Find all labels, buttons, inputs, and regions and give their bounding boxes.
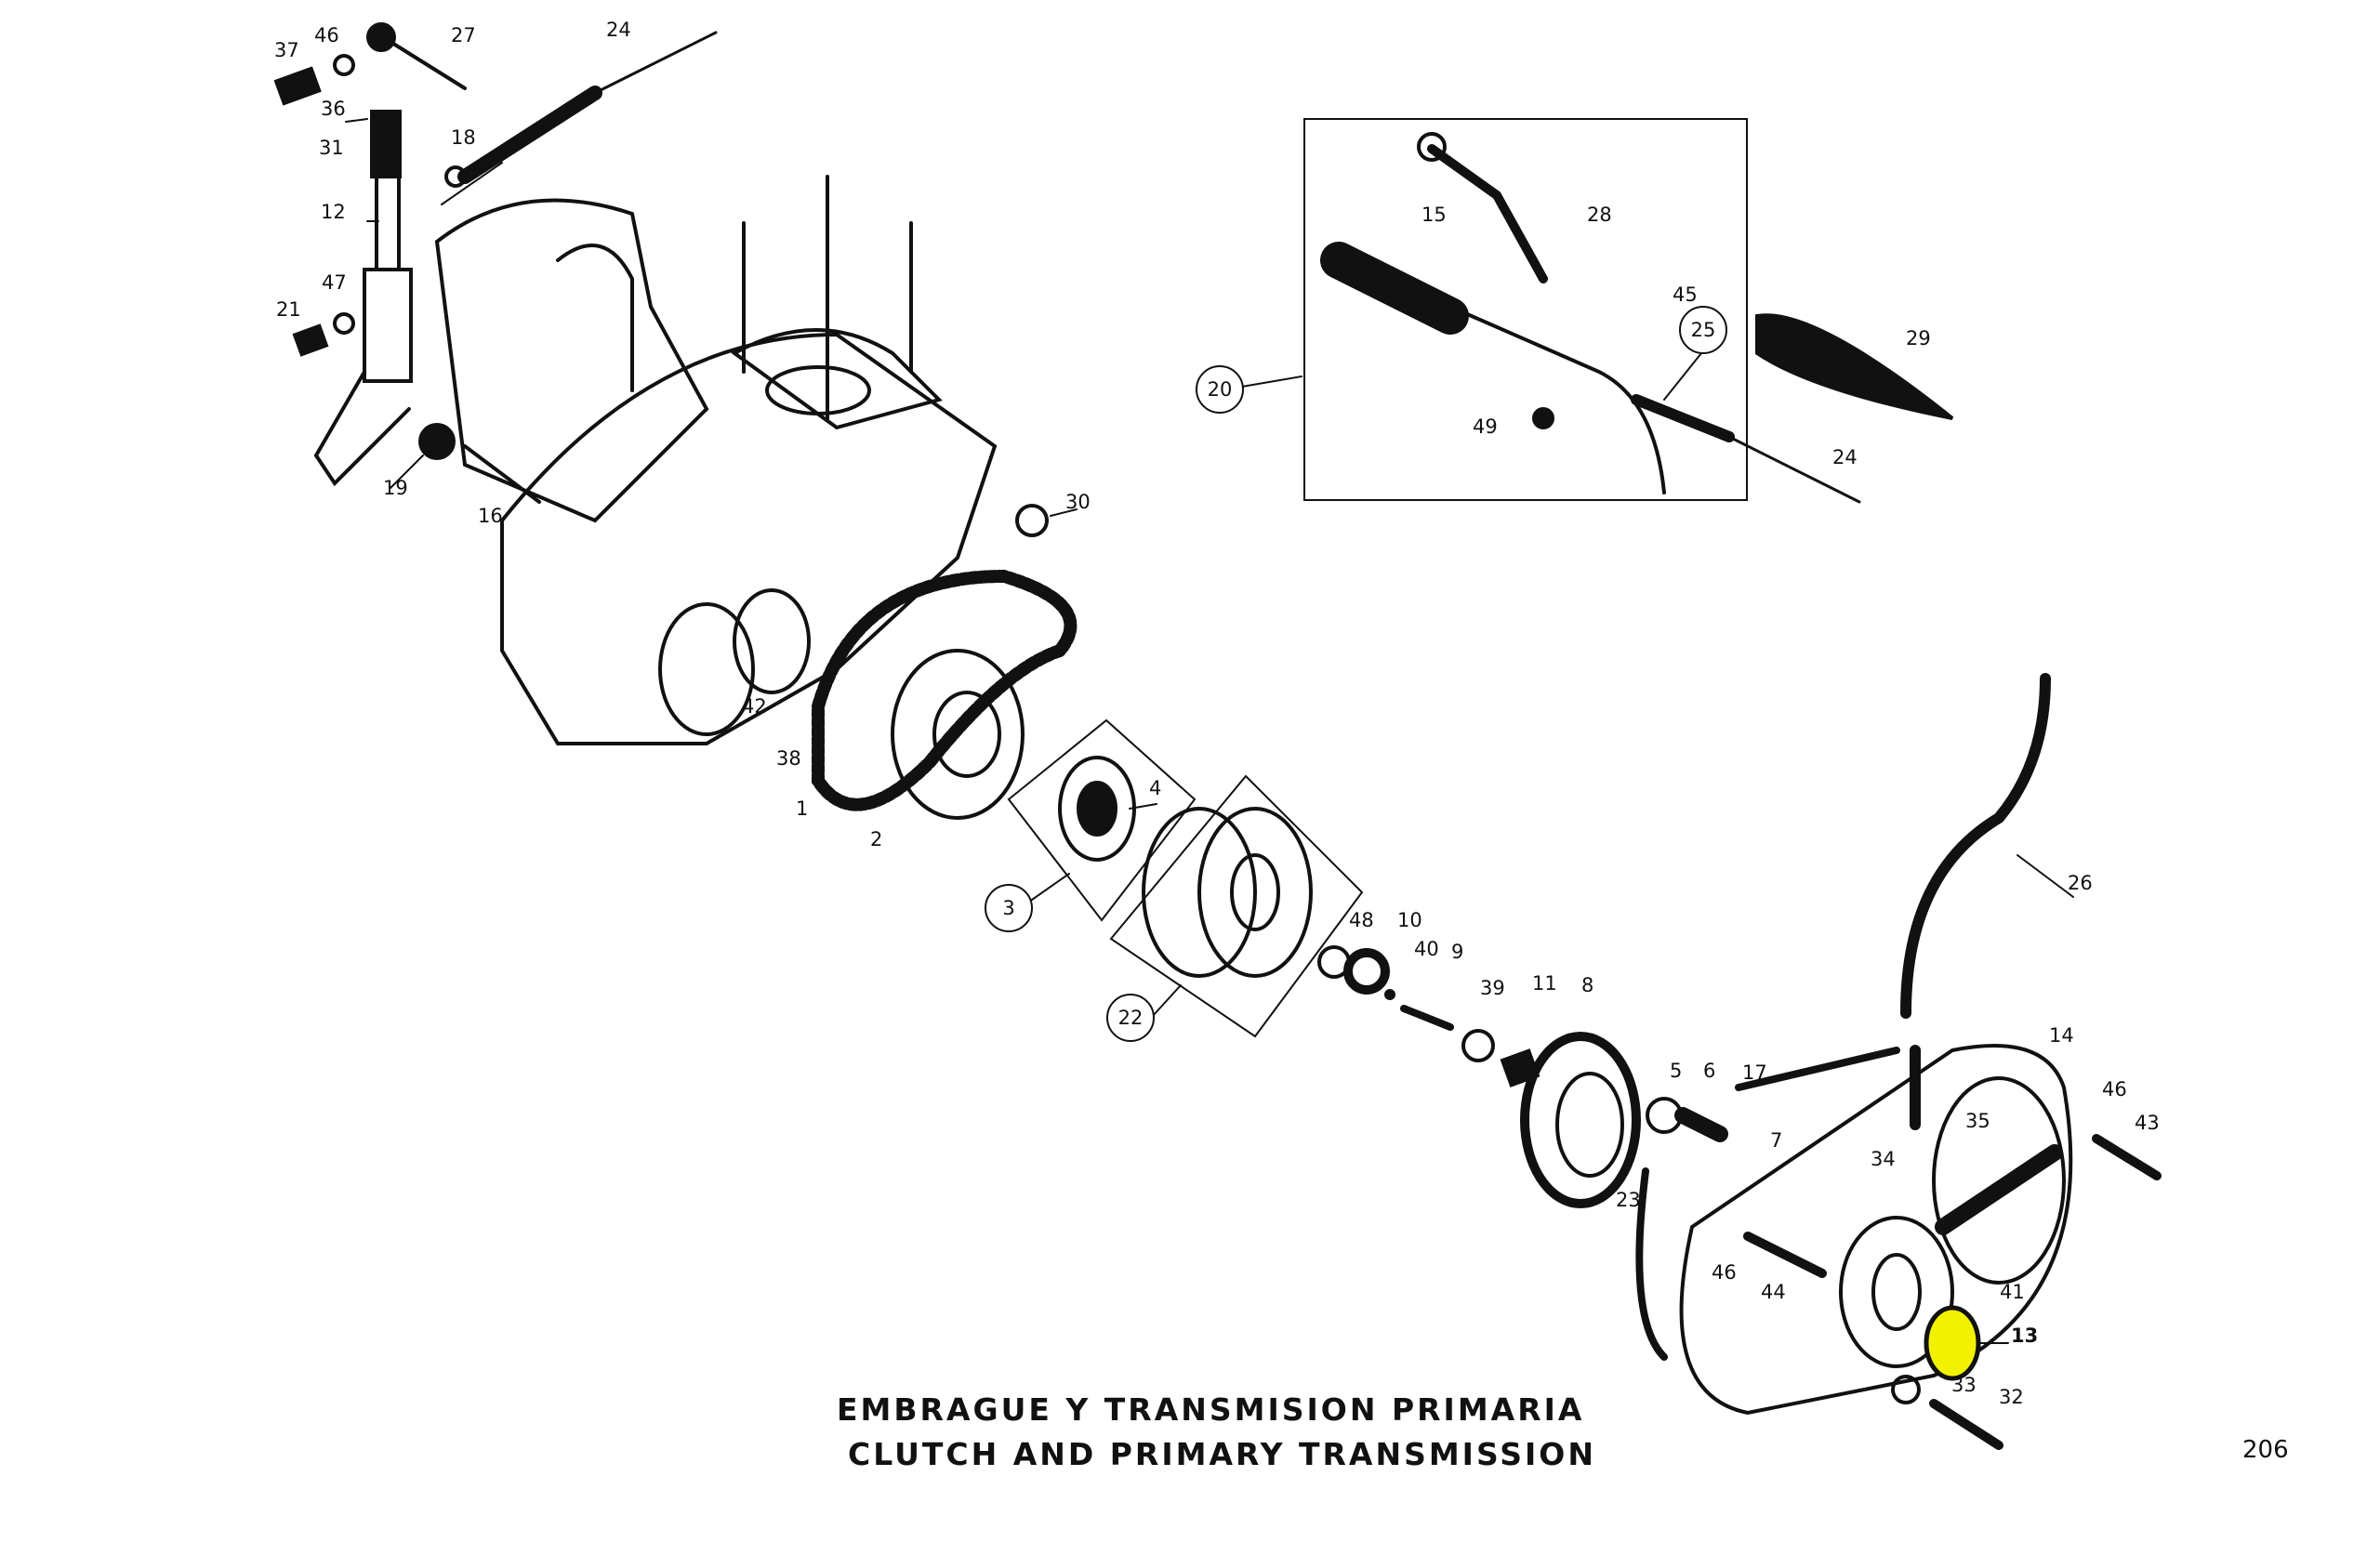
part-label: 42 (742, 695, 767, 718)
primary-cover (1635, 673, 2162, 1450)
part-label: 40 (1414, 938, 1439, 960)
part-label: 31 (319, 137, 344, 159)
part-label: 38 (776, 747, 801, 770)
part-label: 4 (1149, 777, 1162, 799)
inset-frame (1303, 118, 1748, 501)
part-label: 13 (2011, 1325, 2039, 1347)
part-label: 11 (1532, 972, 1557, 995)
part-label: 37 (274, 39, 299, 61)
part-label: 46 (2102, 1078, 2127, 1100)
clutch-hub (1007, 718, 1197, 922)
part-label: 41 (2000, 1281, 2025, 1303)
page-number: 206 (2242, 1436, 2289, 1464)
circled-group-label: 22 (1106, 994, 1155, 1042)
part-label: 46 (314, 24, 339, 46)
part-label: 43 (2135, 1112, 2160, 1134)
part-label: 17 (1742, 1061, 1767, 1084)
part-label: 14 (2049, 1024, 2074, 1047)
part-label: 35 (1965, 1110, 1990, 1132)
primary-chain (812, 569, 1078, 820)
part-label: 34 (1871, 1148, 1896, 1170)
circled-group-label: 20 (1196, 365, 1244, 414)
part-label: 2 (870, 828, 883, 850)
part-label: 15 (1421, 204, 1447, 226)
part-label: 16 (478, 505, 503, 527)
part-label: 8 (1581, 974, 1594, 996)
part-label: 49 (1473, 415, 1498, 438)
part-label: 48 (1349, 909, 1374, 931)
part-label: 23 (1616, 1189, 1641, 1211)
part-label: 18 (451, 126, 476, 149)
part-label: 47 (322, 271, 347, 294)
part-label: 9 (1451, 941, 1464, 963)
clutch-plates (1109, 774, 1364, 1038)
part-label: 6 (1703, 1060, 1716, 1082)
part-label: 32 (1999, 1386, 2024, 1408)
part-label: 39 (1480, 977, 1505, 999)
part-label: 27 (451, 24, 476, 46)
part-label: 7 (1770, 1129, 1783, 1152)
part-label: 24 (1832, 446, 1858, 468)
clutch-shaft-assembly (273, 22, 541, 504)
highlighted-part-13 (1924, 1305, 1981, 1381)
part-label: 45 (1673, 283, 1698, 306)
oil-hose (1900, 673, 2051, 1019)
part-label: 26 (2068, 872, 2093, 894)
part-label: 29 (1906, 327, 1931, 349)
part-label: 12 (321, 201, 346, 223)
part-label: 28 (1587, 204, 1612, 226)
pressure-plate (1520, 1032, 1641, 1208)
handlebar-controls (1320, 132, 1954, 504)
part-label: 21 (276, 298, 301, 321)
part-label: 24 (606, 19, 631, 41)
title-english: CLUTCH AND PRIMARY TRANSMISSION (848, 1436, 1596, 1472)
part-label: 30 (1065, 491, 1091, 513)
part-label: 36 (321, 98, 346, 120)
part-label: 1 (796, 797, 809, 820)
title-spanish: EMBRAGUE Y TRANSMISION PRIMARIA (837, 1391, 1585, 1428)
circled-group-label: 25 (1679, 306, 1727, 354)
part-label: 44 (1761, 1281, 1786, 1303)
circled-group-label: 3 (985, 884, 1033, 932)
part-label: 19 (383, 477, 408, 499)
part-label: 46 (1712, 1261, 1737, 1284)
cable-spring (457, 86, 602, 184)
part-label: 10 (1397, 909, 1422, 931)
part-label: 33 (1951, 1374, 1977, 1396)
part-label: 5 (1670, 1060, 1683, 1082)
crankcase (434, 175, 1049, 745)
